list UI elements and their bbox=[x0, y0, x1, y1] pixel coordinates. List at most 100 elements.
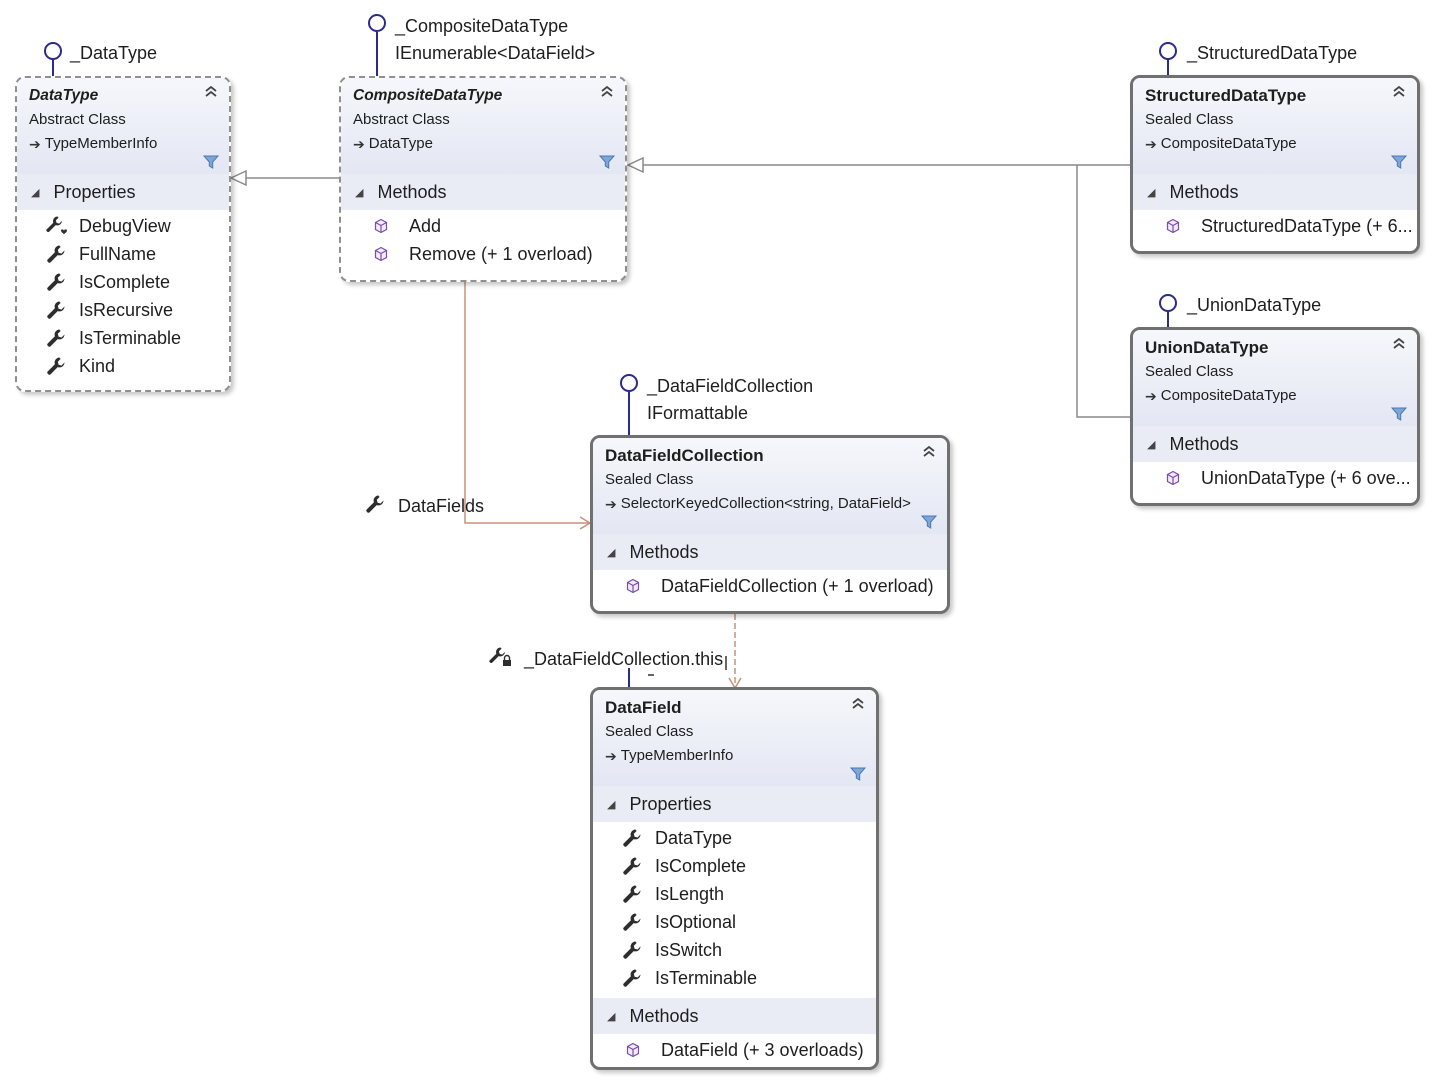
member-row[interactable]: IsTerminable bbox=[17, 324, 229, 352]
base-type-name: CompositeDataType bbox=[1160, 387, 1297, 404]
member-row[interactable]: Add bbox=[341, 212, 625, 240]
property-icon bbox=[621, 911, 655, 933]
collapse-chevron-icon[interactable] bbox=[203, 84, 219, 102]
interface-lollipop-collection bbox=[620, 374, 638, 437]
section-label: Properties bbox=[629, 793, 712, 814]
expand-triangle-icon[interactable]: ◢ bbox=[355, 186, 364, 199]
section-header-properties[interactable]: ◢ Properties bbox=[593, 786, 876, 822]
member-name: IsSwitch bbox=[655, 939, 723, 960]
interface-lollipop-datatype bbox=[44, 42, 62, 77]
filter-icon[interactable] bbox=[598, 154, 616, 170]
collapse-chevron-icon[interactable] bbox=[599, 84, 615, 102]
interface-lollipop-structured bbox=[1159, 42, 1177, 77]
inherits-arrow-icon: ➔ bbox=[353, 136, 365, 152]
expand-triangle-icon[interactable]: ◢ bbox=[607, 798, 616, 811]
filter-icon[interactable] bbox=[920, 514, 938, 530]
member-row[interactable]: IsComplete bbox=[17, 268, 229, 296]
interface-label-ienumerable: IEnumerable<DataField> bbox=[395, 43, 596, 63]
class-kind: Sealed Class bbox=[605, 471, 694, 488]
property-icon bbox=[45, 327, 79, 349]
section-label: Methods bbox=[629, 1005, 699, 1026]
method-icon bbox=[1165, 470, 1201, 486]
collapse-chevron-icon[interactable] bbox=[1391, 336, 1407, 354]
member-row[interactable]: IsLength bbox=[593, 880, 876, 908]
member-list: DataField (+ 3 overloads) bbox=[593, 1034, 876, 1067]
section-header-methods[interactable]: ◢ Methods bbox=[593, 998, 876, 1034]
class-kind: Sealed Class bbox=[1145, 363, 1234, 380]
association-datafields bbox=[464, 282, 592, 530]
member-row[interactable]: IsOptional bbox=[593, 908, 876, 936]
property-icon bbox=[45, 271, 79, 293]
class-base: ➔CompositeDataType bbox=[1145, 384, 1405, 408]
expand-triangle-icon[interactable]: ◢ bbox=[607, 1010, 616, 1023]
filter-icon[interactable] bbox=[1390, 154, 1408, 170]
member-row[interactable]: StructuredDataType (+ 6... bbox=[1133, 212, 1417, 240]
member-row[interactable]: IsRecursive bbox=[17, 296, 229, 324]
member-list: StructuredDataType (+ 6... bbox=[1133, 210, 1417, 246]
filter-icon[interactable] bbox=[849, 766, 867, 782]
section-header-methods[interactable]: ◢Methods bbox=[341, 174, 625, 210]
section-header-methods[interactable]: ◢ Methods bbox=[1133, 174, 1417, 210]
section-label: Methods bbox=[1169, 433, 1239, 454]
member-name: IsComplete bbox=[655, 855, 747, 876]
method-icon bbox=[373, 218, 409, 234]
interface-label-datatype: _DataType bbox=[70, 43, 158, 63]
collapse-chevron-icon[interactable] bbox=[1391, 84, 1407, 102]
method-icon bbox=[625, 578, 661, 594]
member-row[interactable]: DataFieldCollection (+ 1 overload) bbox=[593, 572, 947, 600]
filter-icon[interactable] bbox=[202, 154, 220, 170]
association-label-indexer[interactable]: _DataFieldCollection.this bbox=[488, 646, 723, 673]
member-row[interactable]: UnionDataType (+ 6 ove... bbox=[1133, 464, 1417, 492]
member-row[interactable]: IsComplete bbox=[593, 852, 876, 880]
member-row[interactable]: DebugView bbox=[17, 212, 229, 240]
property-icon bbox=[45, 355, 79, 377]
member-row[interactable]: IsTerminable bbox=[593, 964, 876, 992]
filter-icon[interactable] bbox=[1390, 406, 1408, 422]
member-row[interactable]: Remove (+ 1 overload) bbox=[341, 240, 625, 268]
member-name: DataField (+ 3 overloads) bbox=[661, 1039, 864, 1060]
member-row[interactable]: DataType bbox=[593, 824, 876, 852]
class-kind: Sealed Class bbox=[1145, 111, 1234, 128]
member-row[interactable]: DataField (+ 3 overloads) bbox=[593, 1036, 876, 1064]
association-label-datafields[interactable]: DataFields bbox=[364, 493, 484, 520]
section-header-methods[interactable]: ◢ Methods bbox=[1133, 426, 1417, 462]
inherits-arrow-icon: ➔ bbox=[29, 136, 41, 152]
collapse-chevron-icon[interactable] bbox=[850, 696, 866, 714]
collapse-chevron-icon[interactable] bbox=[921, 444, 937, 462]
expand-triangle-icon[interactable]: ◢ bbox=[1147, 186, 1156, 199]
section-header-properties[interactable]: ◢Properties bbox=[17, 174, 229, 210]
member-row[interactable]: FullName bbox=[17, 240, 229, 268]
interface-label-iformattable: IFormattable bbox=[647, 403, 749, 423]
class-title: DataType bbox=[29, 87, 99, 104]
expand-triangle-icon[interactable]: ◢ bbox=[607, 546, 616, 559]
expand-triangle-icon[interactable]: ◢ bbox=[31, 186, 40, 199]
class-base: ➔DataType bbox=[353, 132, 613, 156]
base-type-name: SelectorKeyedCollection<string, DataFiel… bbox=[620, 495, 911, 512]
section-header-methods[interactable]: ◢Methods bbox=[593, 534, 947, 570]
interface-label-union: _UnionDataType bbox=[1187, 295, 1322, 315]
interface-label-structured: _StructuredDataType bbox=[1187, 43, 1358, 63]
member-row[interactable]: Kind bbox=[17, 352, 229, 380]
property-icon bbox=[621, 827, 655, 849]
base-type-name: DataType bbox=[368, 135, 433, 152]
member-name: DataType bbox=[655, 827, 733, 848]
member-name: Remove (+ 1 overload) bbox=[409, 243, 593, 264]
member-name: IsTerminable bbox=[79, 327, 182, 348]
member-row[interactable]: IsSwitch bbox=[593, 936, 876, 964]
section-label: Methods bbox=[1169, 181, 1239, 202]
expand-triangle-icon[interactable]: ◢ bbox=[1147, 438, 1156, 451]
